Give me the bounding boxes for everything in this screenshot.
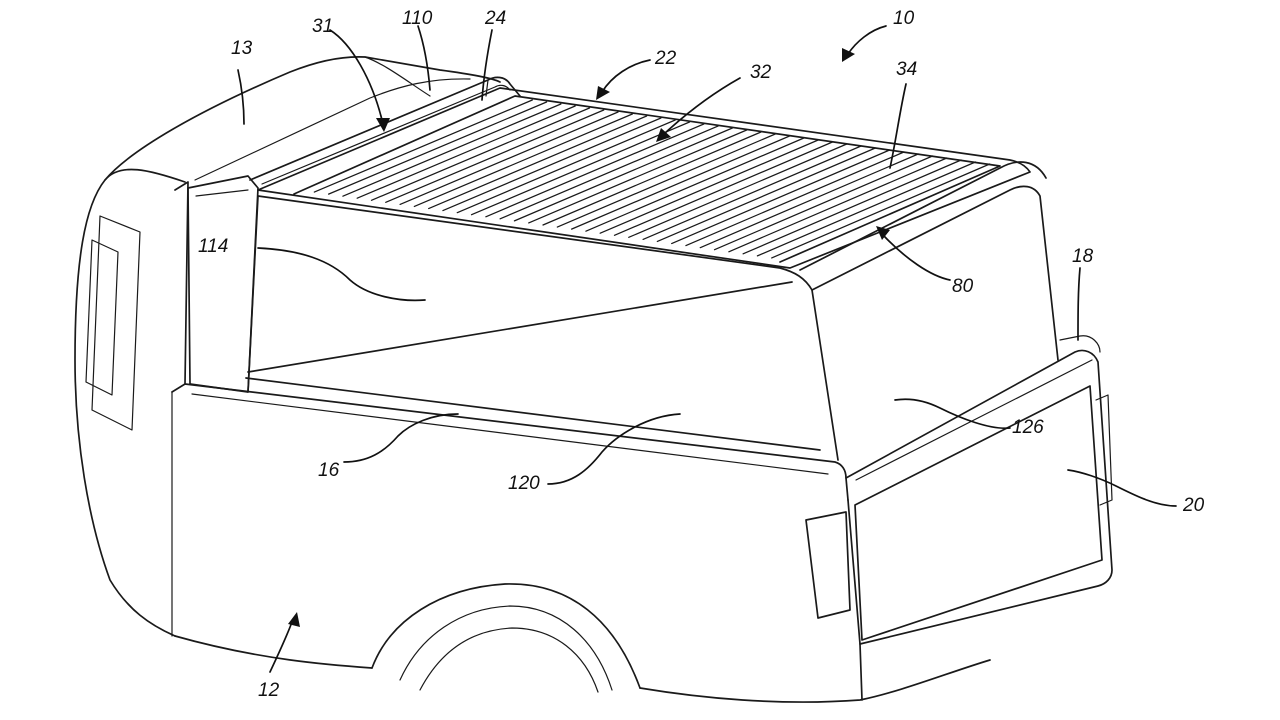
ref-24: 24 (484, 8, 506, 29)
truck-bed (174, 335, 1113, 703)
tonneau-slat (399, 111, 619, 206)
tonneau-slat (599, 139, 819, 234)
tonneau-slat (385, 109, 605, 203)
tonneau-slat (685, 151, 905, 247)
ref-110: 110 (402, 8, 433, 29)
ref-12: 12 (258, 680, 280, 701)
ref-34: 34 (896, 59, 917, 80)
tonneau-slat (542, 131, 762, 226)
tonneau-slat (513, 127, 734, 222)
ref-20: 20 (1182, 495, 1205, 516)
roll-canister-housing (249, 76, 521, 185)
tonneau-slats (313, 99, 991, 259)
cap-side-wall (245, 195, 839, 461)
tonneau-slat (656, 147, 876, 243)
ref-18: 18 (1072, 246, 1094, 267)
tonneau-slat (742, 159, 962, 255)
wheel-well (371, 583, 641, 693)
ref-31: 31 (312, 16, 333, 37)
ref-32: 32 (750, 62, 772, 83)
truck-cab (74, 56, 501, 637)
tonneau-slat (428, 115, 648, 210)
tonneau-slat (642, 145, 862, 241)
tonneau-slat (771, 163, 991, 259)
tonneau-slat (456, 119, 676, 214)
tonneau-slat (442, 117, 662, 212)
leader-lines (237, 25, 1177, 673)
tonneau-slat (470, 121, 691, 216)
ref-114: 114 (198, 236, 228, 257)
ref-10: 10 (893, 8, 915, 29)
tonneau-slat (413, 113, 633, 208)
tonneau-slat (671, 149, 891, 245)
ref-120: 120 (508, 473, 540, 494)
tonneau-slat (370, 107, 591, 201)
ref-80: 80 (952, 276, 974, 297)
tonneau-slat (485, 123, 705, 218)
tonneau-slat (499, 125, 719, 220)
tonneau-slat (342, 103, 562, 197)
ref-126: 126 (1012, 417, 1044, 438)
tonneau-slat (728, 157, 948, 253)
tonneau-slat (628, 143, 848, 238)
ref-22: 22 (654, 48, 677, 69)
tonneau-slat (756, 161, 977, 257)
ref-16: 16 (318, 460, 340, 481)
tonneau-slat (570, 135, 791, 230)
tonneau-slat (585, 137, 805, 232)
tonneau-slat (528, 129, 748, 224)
tonneau-slat (327, 101, 548, 195)
tonneau-slat (313, 99, 533, 193)
tonneau-cover-top (257, 87, 1031, 269)
tonneau-slat (356, 105, 576, 199)
reference-numerals: 10 12 13 16 18 20 22 24 31 32 34 80 110 … (198, 8, 1205, 701)
cap-rear-wall (799, 161, 1059, 361)
tonneau-slat (699, 153, 919, 249)
ref-13: 13 (231, 38, 253, 59)
tonneau-slat (713, 155, 934, 251)
tonneau-slat (556, 133, 776, 228)
tonneau-slat (613, 141, 834, 236)
